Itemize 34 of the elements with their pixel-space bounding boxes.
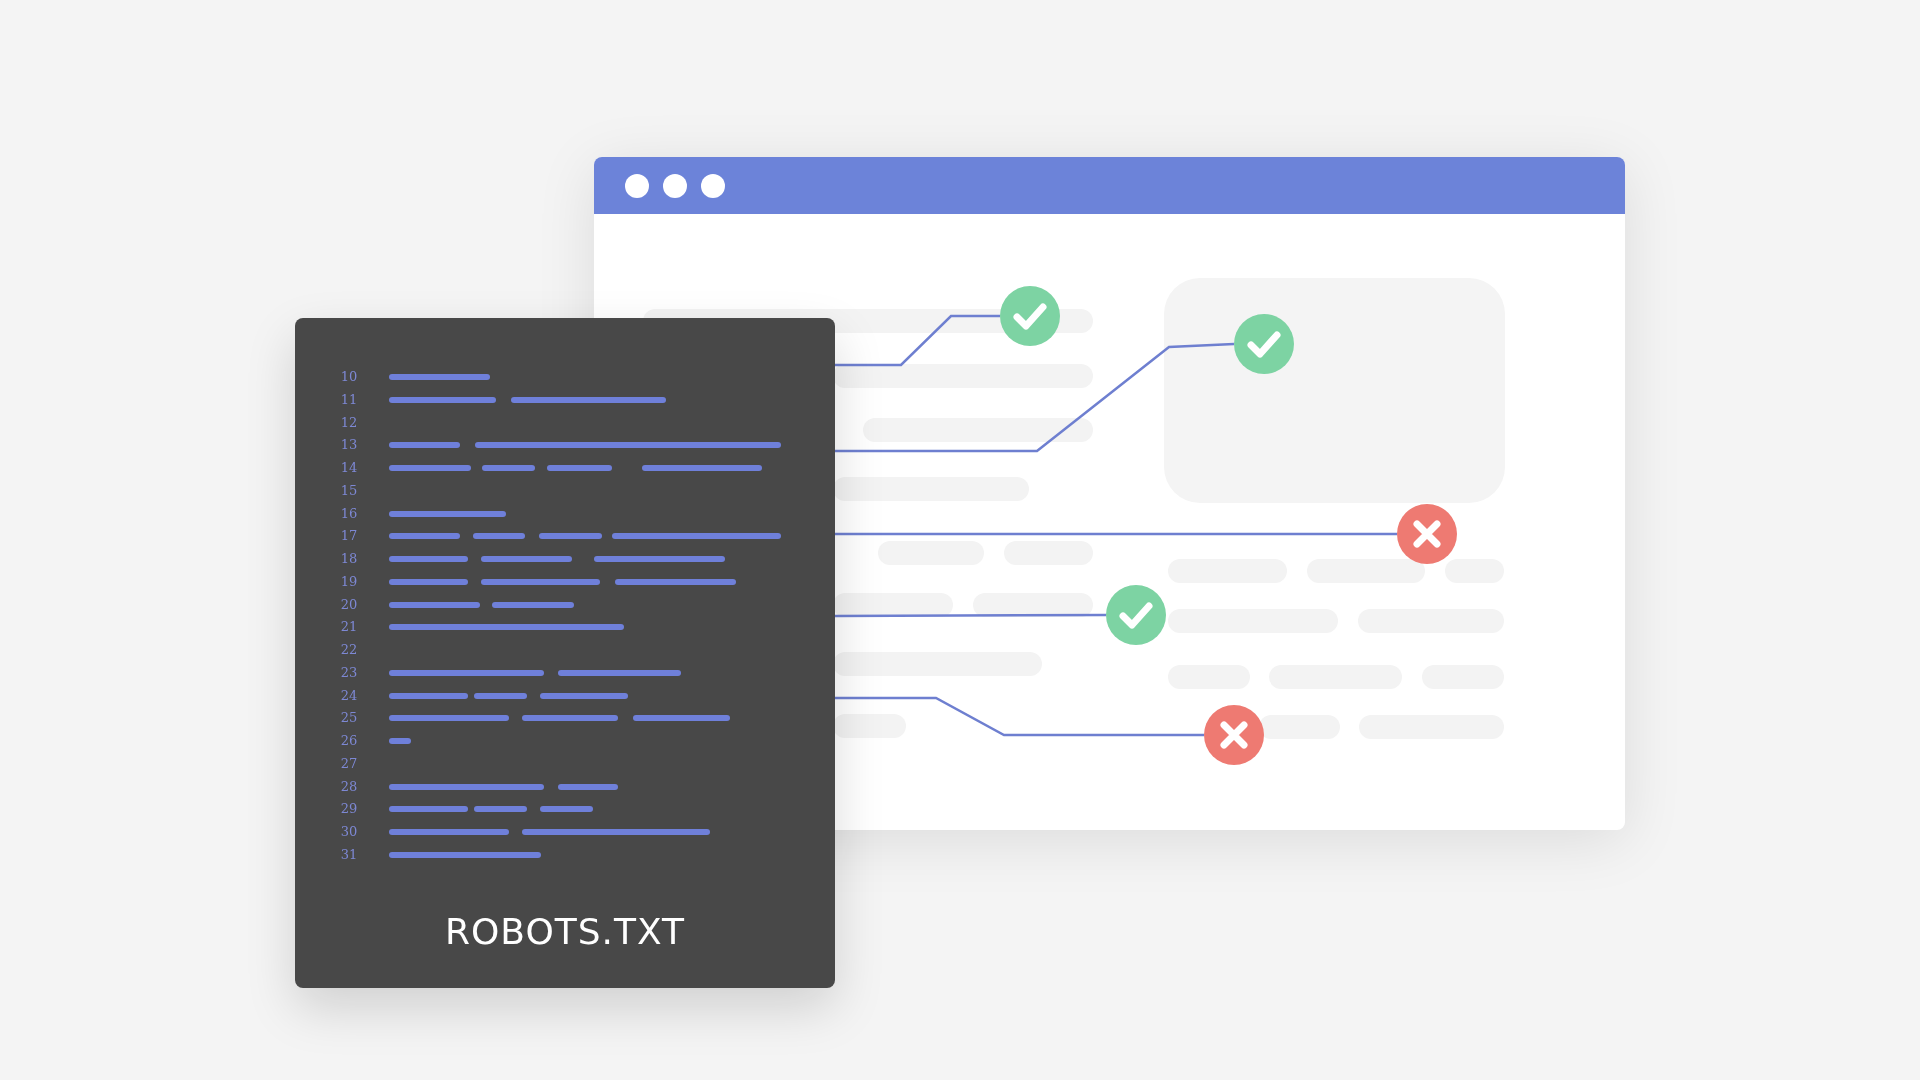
line-number: 27 xyxy=(339,754,359,773)
cross-icon xyxy=(1204,705,1264,765)
line-number: 14 xyxy=(339,459,359,477)
line-number: 30 xyxy=(339,823,359,841)
line-number: 23 xyxy=(339,663,359,682)
line-number: 20 xyxy=(339,595,359,614)
line-number: 22 xyxy=(339,641,359,659)
connector-line xyxy=(835,532,1397,536)
line-number: 26 xyxy=(339,732,359,750)
line-number: 15 xyxy=(339,481,359,500)
check-icon xyxy=(1234,314,1294,374)
connector-line xyxy=(835,696,1204,737)
check-icon xyxy=(1000,286,1060,346)
code-panel xyxy=(295,318,835,988)
line-number: 25 xyxy=(339,709,359,728)
connector-line xyxy=(835,613,1106,618)
line-number: 31 xyxy=(339,845,359,864)
line-number: 11 xyxy=(339,390,359,409)
line-number: 12 xyxy=(339,413,359,432)
connector-line xyxy=(835,314,1000,367)
check-icon xyxy=(1106,585,1166,645)
cross-icon xyxy=(1397,504,1457,564)
line-number: 17 xyxy=(339,527,359,546)
line-number: 24 xyxy=(339,686,359,705)
file-name: ROBOTS.TXT xyxy=(443,910,686,954)
line-number: 19 xyxy=(339,572,359,591)
line-number: 18 xyxy=(339,550,359,568)
line-number: 10 xyxy=(339,368,359,386)
line-number: 28 xyxy=(339,777,359,796)
connector-line xyxy=(835,342,1235,453)
line-number: 13 xyxy=(339,436,359,455)
line-number: 21 xyxy=(339,618,359,637)
line-number: 29 xyxy=(339,800,359,819)
line-number: 16 xyxy=(339,504,359,523)
